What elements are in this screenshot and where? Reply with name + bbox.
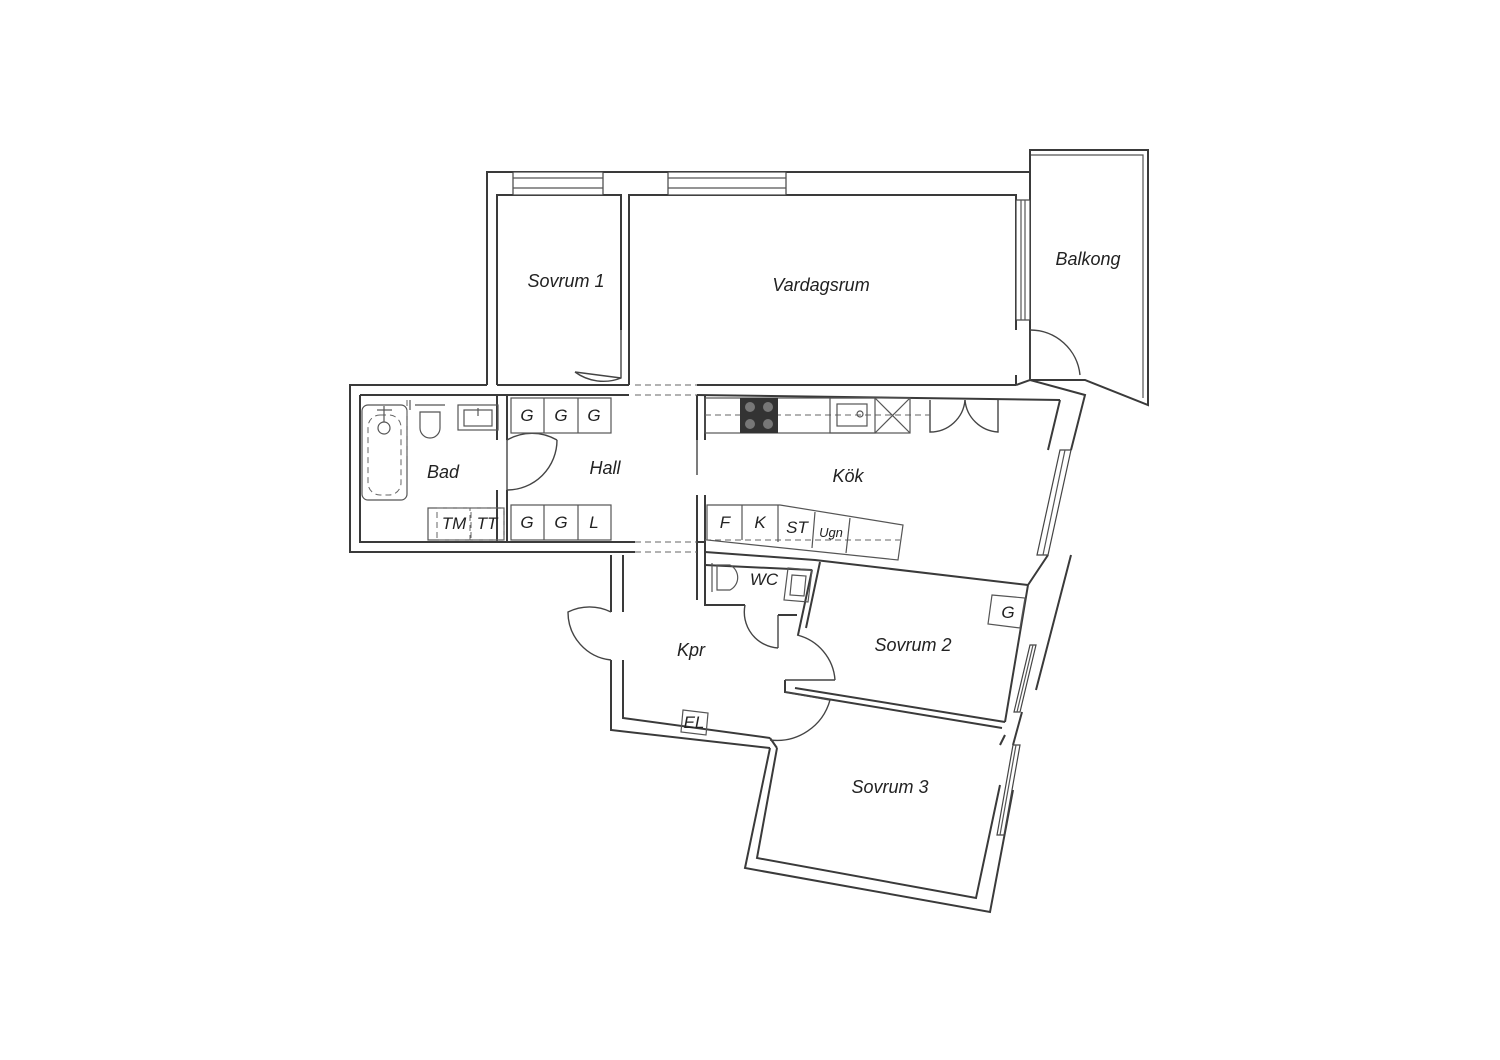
oven-label: Ugn bbox=[819, 525, 843, 540]
wardrobe-label: G bbox=[554, 513, 567, 532]
sink-icon bbox=[829, 397, 876, 434]
room-label-wc: WC bbox=[750, 570, 779, 589]
washbasin-icon bbox=[783, 567, 813, 603]
dishwasher-label: ST bbox=[786, 518, 809, 537]
wardrobe-label: G bbox=[554, 406, 567, 425]
doors bbox=[506, 329, 1081, 742]
fridge-label: F bbox=[720, 513, 732, 532]
door-swing bbox=[769, 699, 831, 742]
room-label-kpr: Kpr bbox=[677, 640, 706, 660]
balcony bbox=[1029, 149, 1149, 407]
wc-fixtures bbox=[711, 563, 813, 603]
toilet-icon bbox=[716, 564, 739, 591]
room-label-vardagsrum: Vardagsrum bbox=[772, 275, 869, 295]
window bbox=[512, 171, 604, 196]
room-label-kok: Kök bbox=[832, 466, 864, 486]
room-label-bad: Bad bbox=[427, 462, 460, 482]
window bbox=[1015, 199, 1031, 321]
hall-wardrobes-top: G G G bbox=[510, 397, 612, 434]
room-labels: Sovrum 1 Vardagsrum Balkong Bad Hall Kök… bbox=[427, 249, 1121, 797]
windows bbox=[512, 171, 1072, 836]
window bbox=[667, 171, 787, 196]
door-swing bbox=[567, 606, 612, 661]
toilet-icon bbox=[419, 411, 441, 439]
door-swing bbox=[506, 439, 558, 491]
interior-walls bbox=[496, 384, 1061, 749]
openings bbox=[635, 384, 930, 553]
linen-closet-label: L bbox=[589, 513, 598, 532]
door-swing bbox=[506, 432, 558, 441]
door-swing bbox=[929, 399, 966, 433]
hall-wardrobes-bottom: G G L bbox=[510, 504, 612, 541]
room-label-sovrum-2: Sovrum 2 bbox=[874, 635, 951, 655]
door-swing bbox=[574, 330, 622, 382]
wardrobe-label: G bbox=[520, 513, 533, 532]
door-swing bbox=[796, 634, 836, 681]
wardrobe-label: G bbox=[587, 406, 600, 425]
room-label-sovrum-1: Sovrum 1 bbox=[527, 271, 604, 291]
door-swing bbox=[964, 399, 999, 433]
kitchen-fixtures: F K ST Ugn bbox=[704, 397, 911, 561]
wardrobe-label: G bbox=[520, 406, 533, 425]
freezer-label: K bbox=[754, 513, 766, 532]
misc-fixtures: G EL bbox=[680, 594, 1026, 736]
washing-machine-label: TM bbox=[442, 514, 467, 533]
bathroom-fixtures: TM TT bbox=[361, 400, 505, 541]
room-label-balkong: Balkong bbox=[1055, 249, 1120, 269]
wardrobe-label: G bbox=[1001, 603, 1014, 622]
tumble-dryer-label: TT bbox=[477, 514, 499, 533]
room-label-hall: Hall bbox=[589, 458, 621, 478]
door-swing bbox=[743, 604, 779, 649]
stove-icon bbox=[740, 398, 778, 433]
washbasin-icon bbox=[457, 404, 499, 431]
door-swing bbox=[1029, 329, 1081, 376]
outer-walls bbox=[349, 171, 1087, 914]
room-label-sovrum-3: Sovrum 3 bbox=[851, 777, 928, 797]
electrical-cabinet-label: EL bbox=[684, 713, 705, 732]
